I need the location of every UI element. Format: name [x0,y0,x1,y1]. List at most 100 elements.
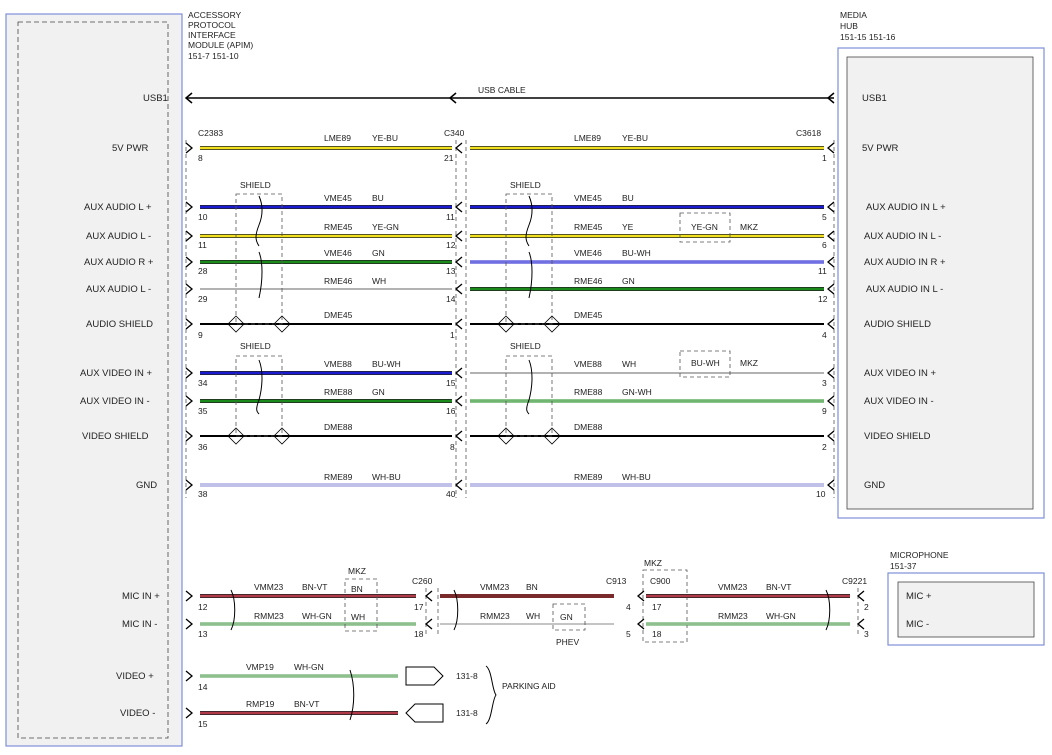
svg-text:RME89: RME89 [324,472,353,482]
svg-text:35: 35 [198,406,208,416]
svg-text:HUB: HUB [840,21,858,31]
svg-text:PHEV: PHEV [556,637,579,647]
svg-text:VMM23: VMM23 [480,582,510,592]
svg-text:RME46: RME46 [574,276,603,286]
svg-text:SHIELD: SHIELD [510,341,541,351]
svg-text:16: 16 [446,406,456,416]
svg-text:RME89: RME89 [574,472,603,482]
svg-text:AUX AUDIO L -: AUX AUDIO L - [86,231,151,242]
svg-text:MIC -: MIC - [906,619,929,630]
svg-text:GN-WH: GN-WH [622,387,652,397]
svg-text:151-37: 151-37 [890,561,917,571]
svg-text:VME45: VME45 [324,193,352,203]
svg-text:YE-GN: YE-GN [691,222,718,232]
svg-text:10: 10 [198,212,208,222]
svg-text:WH-BU: WH-BU [372,472,401,482]
svg-text:2: 2 [864,602,869,612]
svg-text:AUX AUDIO R +: AUX AUDIO R + [84,257,154,268]
svg-text:PARKING AID: PARKING AID [502,681,556,691]
video-shield-left: SHIELD [227,341,291,445]
svg-text:GN: GN [560,612,573,622]
svg-text:17: 17 [652,602,662,612]
svg-text:3: 3 [822,378,827,388]
svg-text:RMM23: RMM23 [718,611,748,621]
svg-text:RMM23: RMM23 [480,611,510,621]
svg-text:RMP19: RMP19 [246,699,275,709]
svg-text:151-15 151-16: 151-15 151-16 [840,32,896,42]
svg-text:DME45: DME45 [324,310,353,320]
svg-text:WH-BU: WH-BU [622,472,651,482]
svg-text:YE-GN: YE-GN [372,222,399,232]
svg-text:9: 9 [198,330,203,340]
svg-text:BU-WH: BU-WH [691,358,720,368]
svg-text:VIDEO SHIELD: VIDEO SHIELD [82,431,149,442]
svg-text:BU: BU [622,193,634,203]
svg-text:DME88: DME88 [324,422,353,432]
svg-text:AUX AUDIO IN R +: AUX AUDIO IN R + [864,257,946,268]
connector-arrows [185,142,865,719]
microphone-module: MICROPHONE 151-37 [887,550,1045,646]
svg-text:C9221: C9221 [842,576,867,586]
svg-text:14: 14 [446,294,456,304]
svg-text:GND: GND [136,480,157,491]
svg-text:BN-VT: BN-VT [294,699,320,709]
svg-text:C2383: C2383 [198,128,223,138]
svg-text:ACCESSORY: ACCESSORY [188,10,242,20]
svg-text:VMP19: VMP19 [246,662,274,672]
svg-text:MKZ: MKZ [740,222,758,232]
svg-text:11: 11 [198,240,207,250]
svg-text:LME89: LME89 [574,133,601,143]
svg-text:15: 15 [198,719,208,729]
svg-text:18: 18 [414,629,424,639]
svg-text:VME46: VME46 [324,248,352,258]
svg-text:4: 4 [822,330,827,340]
svg-text:AUDIO SHIELD: AUDIO SHIELD [864,319,931,330]
svg-text:VIDEO -: VIDEO - [120,708,155,719]
svg-text:AUX VIDEO IN -: AUX VIDEO IN - [80,396,150,407]
svg-text:3: 3 [864,629,869,639]
svg-text:VME46: VME46 [574,248,602,258]
svg-text:VMM23: VMM23 [718,582,748,592]
svg-text:AUX VIDEO IN +: AUX VIDEO IN + [864,368,937,379]
svg-text:WH-GN: WH-GN [294,662,324,672]
svg-text:PROTOCOL: PROTOCOL [188,20,236,30]
svg-text:RMM23: RMM23 [254,611,284,621]
svg-text:MKZ: MKZ [740,358,758,368]
svg-text:BN: BN [351,584,363,594]
hub-pin-usb1: USB1 [862,93,887,104]
svg-text:12: 12 [446,240,456,250]
svg-text:131-8: 131-8 [456,671,478,681]
svg-text:9: 9 [822,406,827,416]
wire-video-shield: VIDEO SHIELD VIDEO SHIELD DME88 DME88 36… [82,422,931,452]
apim-pin-usb1: USB1 [143,93,168,104]
svg-text:AUX VIDEO IN -: AUX VIDEO IN - [864,396,934,407]
svg-text:LME89: LME89 [324,133,351,143]
svg-text:38: 38 [198,489,208,499]
svg-text:GN: GN [372,387,385,397]
svg-text:BN-VT: BN-VT [302,582,328,592]
svg-text:VMM23: VMM23 [254,582,284,592]
svg-text:BN: BN [526,582,538,592]
svg-text:AUX AUDIO L +: AUX AUDIO L + [84,202,152,213]
svg-text:AUX AUDIO L -: AUX AUDIO L - [86,284,151,295]
svg-text:11: 11 [818,266,827,276]
usb-cable-label: USB CABLE [478,85,526,95]
svg-text:4: 4 [626,602,631,612]
svg-text:YE: YE [622,222,634,232]
svg-text:15: 15 [446,378,456,388]
svg-text:17: 17 [414,602,424,612]
audio-shield-left: SHIELD [227,180,291,333]
svg-text:6: 6 [822,240,827,250]
svg-text:5V PWR: 5V PWR [862,143,899,154]
svg-text:WH: WH [526,611,540,621]
svg-text:BU-WH: BU-WH [622,248,651,258]
svg-text:BU: BU [372,193,384,203]
phev-alt-box: GN PHEV [552,603,586,647]
svg-text:8: 8 [450,442,455,452]
